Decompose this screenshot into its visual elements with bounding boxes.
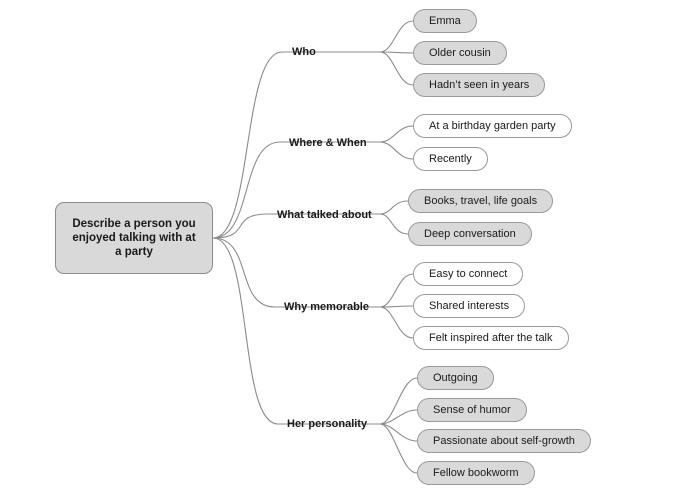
branch-why-memorable: Why memorable [284, 301, 369, 313]
leaf-connector [379, 273, 414, 308]
branch-topics: What talked about [277, 209, 372, 221]
leaf-personality-bookworm: Fellow bookworm [417, 461, 535, 485]
leaf-connector [379, 306, 414, 339]
leaf-personality-humor: Sense of humor [417, 398, 527, 422]
leaf-personality-outgoing: Outgoing [417, 366, 494, 390]
leaf-connector [379, 200, 409, 215]
leaf-connector [379, 423, 418, 474]
leaf-connector [379, 377, 418, 425]
leaf-connector [379, 141, 414, 160]
leaf-topics-depth: Deep conversation [408, 222, 532, 246]
leaf-memorable-connect: Easy to connect [413, 262, 524, 286]
branch-connector [212, 237, 279, 425]
branch-connector [212, 237, 276, 308]
leaf-connector [379, 51, 414, 86]
branch-where-when: Where & When [289, 137, 367, 149]
branch-connector [212, 213, 269, 239]
leaf-memorable-inspired: Felt inspired after the talk [413, 326, 569, 350]
leaf-who-history: Hadn’t seen in years [413, 73, 546, 97]
branch-connector [212, 141, 281, 239]
leaf-connector [379, 213, 409, 235]
central-topic: Describe a person you enjoyed talking wi… [55, 202, 213, 274]
leaf-connector [379, 51, 414, 54]
leaf-memorable-interests: Shared interests [413, 294, 526, 318]
leaf-connector [379, 20, 414, 53]
leaf-where: At a birthday garden party [413, 114, 572, 138]
leaf-who-relation: Older cousin [413, 41, 507, 65]
leaf-personality-growth: Passionate about self-growth [417, 429, 591, 453]
leaf-when: Recently [413, 147, 488, 171]
leaf-connector [379, 305, 414, 308]
leaf-connector [379, 125, 414, 143]
leaf-who-name: Emma [413, 9, 477, 33]
leaf-topics-list: Books, travel, life goals [408, 189, 554, 213]
leaf-connector [379, 409, 418, 425]
branch-personality: Her personality [287, 418, 368, 430]
branch-connector [212, 51, 283, 239]
branch-who: Who [292, 46, 316, 58]
